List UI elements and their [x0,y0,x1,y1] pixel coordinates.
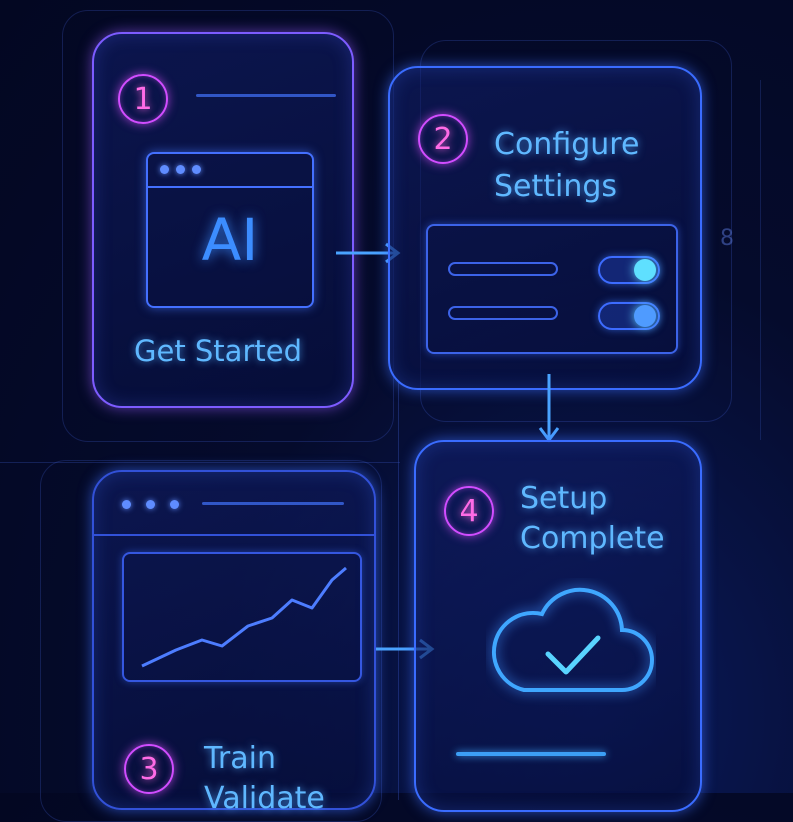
step-title-line2: Validate [204,781,325,816]
toggle-switch[interactable] [598,302,660,330]
toggle-knob [634,259,656,281]
window-dot [160,165,169,174]
step-title-line2: Settings [494,169,618,204]
window-icon: AI [146,152,314,308]
trend-line [141,566,347,668]
step-card-get-started[interactable]: 1 AI Get Started [92,32,354,408]
step-title-line1: Configure [494,127,640,162]
step-number-badge: 3 [124,744,174,794]
progress-line [456,752,606,756]
cloud-check-icon [491,587,654,692]
toggle-knob [634,305,656,327]
background-divider [760,80,761,440]
step-title-line2: Complete [520,521,665,556]
background-divider [398,380,399,800]
step-title-line1: Setup [520,481,608,516]
step-title-line1: Train [204,741,276,776]
window-dot [176,165,185,174]
settings-toggle-icon [426,224,678,354]
window-dot [122,500,131,509]
ai-logo-text: AI [201,206,259,274]
stray-glyph: 8 [720,226,734,251]
toggle-switch[interactable] [598,256,660,284]
setting-line [448,262,558,276]
setting-line [448,306,558,320]
step-title: Get Started [134,334,302,368]
header-line [196,94,336,97]
step-card-setup-complete[interactable]: 4 Setup Complete [414,440,702,812]
step-number-badge: 4 [444,486,494,536]
step-card-configure-settings[interactable]: 2 Configure Settings [388,66,702,390]
chart-icon [122,552,362,682]
window-dot [170,500,179,509]
window-titlebar [148,154,312,188]
window-dot [192,165,201,174]
background-divider [0,462,400,463]
window-dot [146,500,155,509]
step-card-train-validate[interactable]: 3 Train Validate [92,470,376,816]
header-line [202,502,344,505]
step-number-badge: 1 [118,74,168,124]
arrow-down-icon [538,374,560,443]
step-number-badge: 2 [418,114,468,164]
window-titlebar [94,472,374,536]
